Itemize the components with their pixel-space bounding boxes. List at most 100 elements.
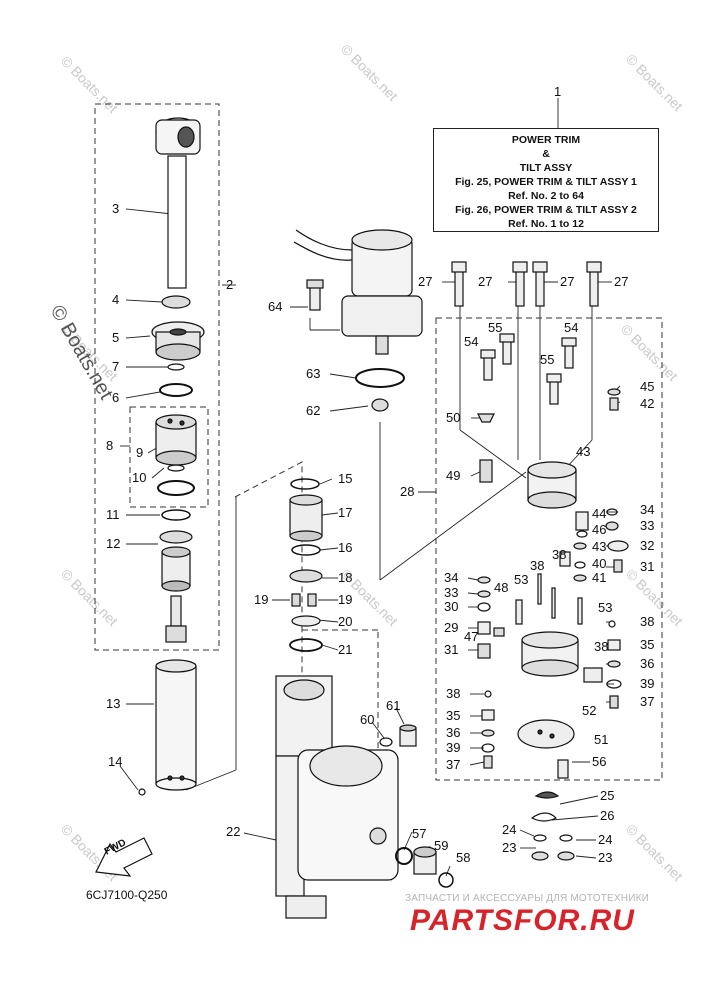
callout-49: 49 bbox=[446, 468, 460, 483]
callout-11: 11 bbox=[106, 507, 120, 522]
o-ring-15 bbox=[290, 478, 320, 490]
o-ring-10 bbox=[157, 480, 195, 496]
seal-12 bbox=[159, 530, 193, 544]
tilt-cylinder-body-22 bbox=[275, 675, 399, 919]
callout-41: 41 bbox=[592, 570, 606, 585]
callout-34b: 34 bbox=[640, 502, 654, 517]
callout-8: 8 bbox=[106, 438, 113, 453]
callout-53a: 53 bbox=[514, 572, 528, 587]
callout-18: 18 bbox=[338, 570, 352, 585]
callout-38c: 38 bbox=[552, 547, 566, 562]
spring-19a bbox=[291, 593, 301, 607]
spring-49 bbox=[479, 459, 493, 483]
cylinder-cap-5 bbox=[151, 321, 205, 361]
callout-5: 5 bbox=[112, 330, 119, 345]
callout-55b: 55 bbox=[540, 352, 554, 367]
title-line-2: & bbox=[542, 148, 550, 160]
valve-17 bbox=[289, 494, 323, 542]
callout-25: 25 bbox=[600, 788, 614, 803]
callout-21: 21 bbox=[338, 642, 352, 657]
callout-56: 56 bbox=[592, 754, 606, 769]
callout-39b: 39 bbox=[640, 676, 654, 691]
callout-58: 58 bbox=[456, 850, 470, 865]
callout-24a: 24 bbox=[502, 822, 516, 837]
callout-23a: 23 bbox=[502, 840, 516, 855]
piston-9 bbox=[155, 414, 197, 466]
svg-text:© Boats.net: © Boats.net bbox=[58, 53, 121, 116]
callout-54a: 54 bbox=[464, 334, 478, 349]
callout-38d: 38 bbox=[640, 614, 654, 629]
washer-20 bbox=[291, 615, 321, 627]
callout-50: 50 bbox=[446, 410, 460, 425]
o-ring-57 bbox=[395, 847, 413, 865]
callout-3: 3 bbox=[112, 201, 119, 216]
bracket-50 bbox=[477, 413, 495, 423]
callout-38e: 38 bbox=[594, 639, 608, 654]
callout-27c: 27 bbox=[560, 274, 574, 289]
callout-46: 46 bbox=[592, 522, 606, 537]
callout-61: 61 bbox=[386, 698, 400, 713]
callout-12: 12 bbox=[106, 536, 120, 551]
callout-26: 26 bbox=[600, 808, 614, 823]
pump-body-28 bbox=[527, 461, 577, 509]
callout-13: 13 bbox=[106, 696, 120, 711]
callout-23b: 23 bbox=[598, 850, 612, 865]
o-ring-63 bbox=[355, 368, 405, 388]
title-line-4: Fig. 25, POWER TRIM & TILT ASSY 1 bbox=[455, 176, 637, 188]
filter-62 bbox=[371, 398, 389, 412]
circlip-16 bbox=[291, 544, 321, 556]
callout-32: 32 bbox=[640, 538, 654, 553]
o-ring-6 bbox=[159, 383, 193, 397]
valve-body-lower bbox=[521, 631, 579, 677]
callout-33a: 33 bbox=[444, 585, 458, 600]
callout-6: 6 bbox=[112, 390, 119, 405]
circlip-58 bbox=[438, 872, 454, 888]
svg-text:© Boats.net: © Boats.net bbox=[58, 566, 121, 629]
callout-24b: 24 bbox=[598, 832, 612, 847]
callout-37b: 37 bbox=[640, 694, 654, 709]
callout-14: 14 bbox=[108, 754, 122, 769]
callout-59: 59 bbox=[434, 838, 448, 853]
callout-10: 10 bbox=[132, 470, 146, 485]
callout-55a: 55 bbox=[488, 320, 502, 335]
callout-38a: 38 bbox=[446, 686, 460, 701]
callout-28: 28 bbox=[400, 484, 414, 499]
callout-64: 64 bbox=[268, 299, 282, 314]
callout-37a: 37 bbox=[446, 757, 460, 772]
callout-22: 22 bbox=[226, 824, 240, 839]
callout-52: 52 bbox=[582, 703, 596, 718]
callout-53b: 53 bbox=[598, 600, 612, 615]
o-ring-60 bbox=[379, 737, 393, 747]
shop-brand-logo: PARTSFOR.RU bbox=[410, 904, 635, 937]
callout-43b: 43 bbox=[592, 539, 606, 554]
callout-15: 15 bbox=[338, 471, 352, 486]
bolt-12 bbox=[165, 595, 187, 643]
callout-2: 2 bbox=[226, 277, 233, 292]
title-line-5: Ref. No. 2 to 64 bbox=[508, 190, 584, 202]
callout-45: 45 bbox=[640, 379, 654, 394]
callout-4: 4 bbox=[112, 292, 119, 307]
title-line-6: Fig. 26, POWER TRIM & TILT ASSY 2 bbox=[455, 204, 637, 216]
callout-34a: 34 bbox=[444, 570, 458, 585]
callout-36a: 36 bbox=[446, 725, 460, 740]
callout-7: 7 bbox=[112, 359, 119, 374]
callout-17: 17 bbox=[338, 505, 352, 520]
spring-19b bbox=[307, 593, 317, 607]
group-box-28 bbox=[435, 317, 663, 781]
svg-text:© Boats.net: © Boats.net bbox=[623, 51, 686, 114]
callout-19b: 19 bbox=[338, 592, 352, 607]
title-line-3: TILT ASSY bbox=[519, 162, 573, 174]
clip-26 bbox=[530, 812, 558, 822]
o-ring-10s bbox=[167, 464, 185, 472]
o-ring-24b bbox=[559, 834, 573, 842]
valve-18 bbox=[289, 569, 323, 583]
callout-35a: 35 bbox=[446, 708, 460, 723]
plug-61 bbox=[399, 724, 417, 747]
clip-25 bbox=[534, 791, 560, 799]
callout-31b: 31 bbox=[640, 559, 654, 574]
callout-9: 9 bbox=[136, 445, 143, 460]
cylinder-13 bbox=[155, 659, 197, 791]
callout-38b: 38 bbox=[530, 558, 544, 573]
callout-30: 30 bbox=[444, 599, 458, 614]
